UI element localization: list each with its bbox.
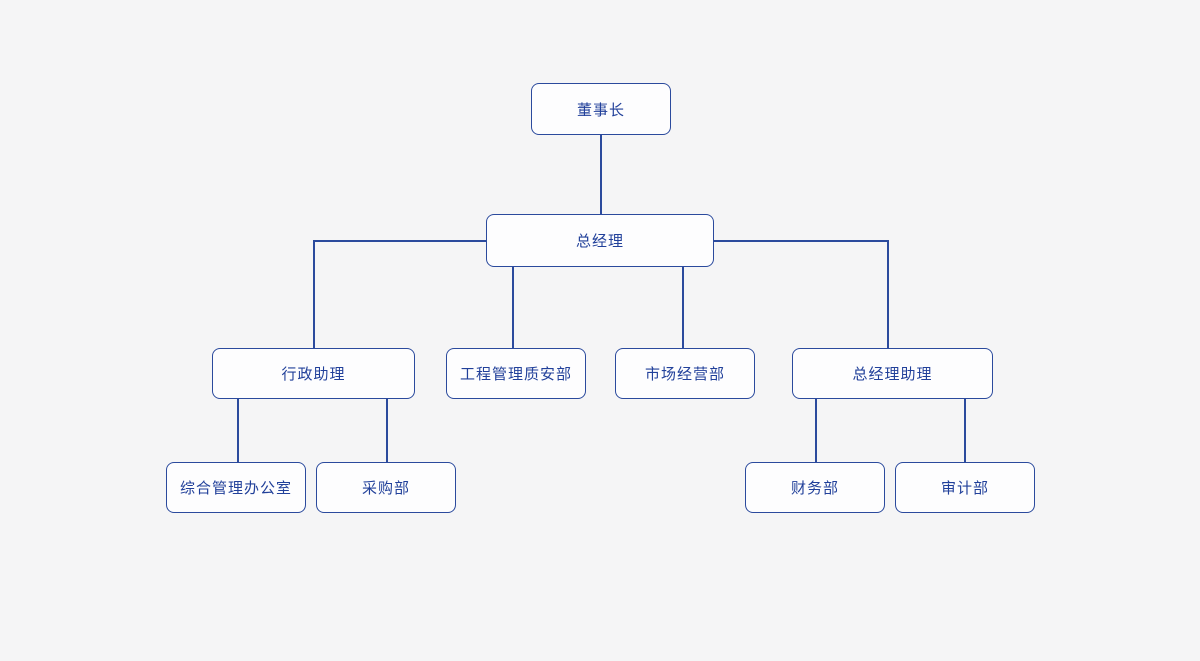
connector-admin-office xyxy=(237,398,239,463)
connector-gm-gm-assistant xyxy=(887,240,889,349)
org-node-label: 财务部 xyxy=(790,479,839,497)
connector-admin-procurement xyxy=(386,398,388,463)
connector-chairman-gm xyxy=(600,134,602,215)
org-node-procurement[interactable]: 采购部 xyxy=(316,462,456,513)
org-node-label: 工程管理质安部 xyxy=(459,365,572,383)
org-node-label: 行政助理 xyxy=(281,365,346,383)
connector-gmassist-audit xyxy=(964,398,966,463)
connector-gm-right-horizontal xyxy=(713,240,888,242)
org-node-audit[interactable]: 审计部 xyxy=(895,462,1035,513)
org-node-label: 审计部 xyxy=(940,479,989,497)
connector-gm-eng-quality xyxy=(512,266,514,349)
connector-gm-admin-assistant xyxy=(313,240,315,349)
connector-gm-left-horizontal xyxy=(313,240,487,242)
connector-gmassist-finance xyxy=(815,398,817,463)
org-node-label: 董事长 xyxy=(576,100,625,119)
org-node-label: 综合管理办公室 xyxy=(179,479,292,497)
org-node-gm-assistant[interactable]: 总经理助理 xyxy=(792,348,993,399)
org-node-market[interactable]: 市场经营部 xyxy=(615,348,755,399)
org-node-general-manager[interactable]: 总经理 xyxy=(486,214,714,267)
org-node-finance[interactable]: 财务部 xyxy=(745,462,885,513)
org-node-chairman[interactable]: 董事长 xyxy=(531,83,671,135)
connector-gm-market xyxy=(682,266,684,349)
org-node-label: 市场经营部 xyxy=(644,365,725,383)
org-node-office[interactable]: 综合管理办公室 xyxy=(166,462,306,513)
org-node-label: 总经理 xyxy=(575,232,624,250)
org-node-eng-quality[interactable]: 工程管理质安部 xyxy=(446,348,586,399)
org-node-label: 总经理助理 xyxy=(852,365,933,383)
org-node-label: 采购部 xyxy=(361,479,410,497)
org-node-admin-assistant[interactable]: 行政助理 xyxy=(212,348,415,399)
